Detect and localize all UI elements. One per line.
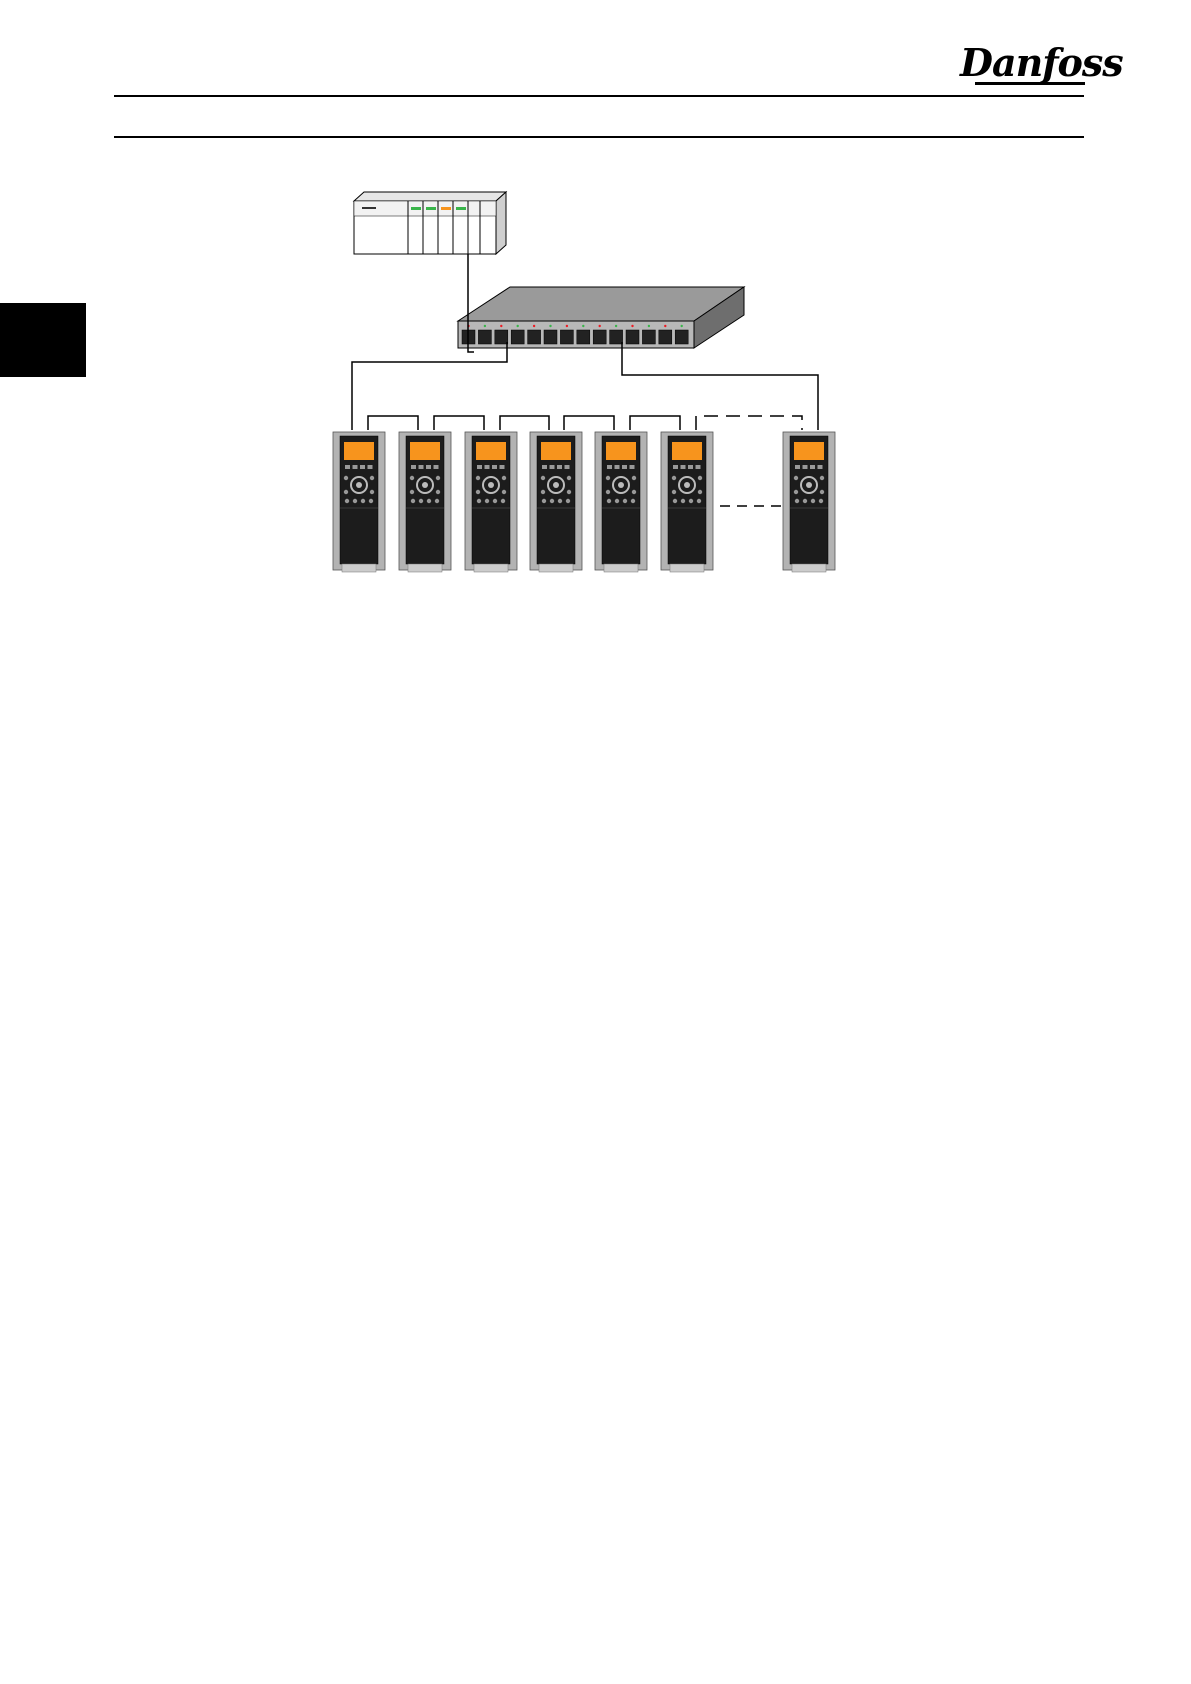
drive-display <box>344 442 374 460</box>
switch-port <box>659 330 672 344</box>
frequency-drive <box>595 432 647 572</box>
port-led <box>549 325 551 327</box>
port-led <box>533 325 535 327</box>
logo-underline <box>975 82 1085 85</box>
network-diagram <box>300 180 920 620</box>
switch-port <box>495 330 508 344</box>
frequency-drives <box>333 432 835 572</box>
frequency-drive <box>661 432 713 572</box>
port-led <box>648 325 650 327</box>
switch-port <box>675 330 688 344</box>
chapter-tab-marker <box>0 303 86 377</box>
switch-port <box>478 330 491 344</box>
drive-display <box>794 442 824 460</box>
frequency-drive <box>530 432 582 572</box>
drive-display <box>541 442 571 460</box>
port-led <box>500 325 502 327</box>
frequency-drive <box>783 432 835 572</box>
frequency-drive <box>399 432 451 572</box>
switch-port <box>577 330 590 344</box>
switch-port <box>642 330 655 344</box>
switch-port <box>593 330 606 344</box>
frequency-drive <box>465 432 517 572</box>
header-rule-lower <box>114 136 1084 138</box>
port-led <box>599 325 601 327</box>
switch-port <box>544 330 557 344</box>
port-led <box>615 325 617 327</box>
network-topology-figure <box>300 180 920 620</box>
switch-port <box>560 330 573 344</box>
header-rule-upper <box>114 95 1084 97</box>
port-led <box>566 325 568 327</box>
drive-display <box>410 442 440 460</box>
switch-port <box>528 330 541 344</box>
drive-display <box>606 442 636 460</box>
port-led <box>484 325 486 327</box>
danfoss-logo: Danfoss <box>960 40 1090 95</box>
drive-display <box>672 442 702 460</box>
port-led <box>664 325 666 327</box>
port-led <box>681 325 683 327</box>
port-led <box>517 325 519 327</box>
switch-port <box>610 330 623 344</box>
switch-port <box>626 330 639 344</box>
port-led <box>631 325 633 327</box>
switch-port <box>511 330 524 344</box>
port-led <box>582 325 584 327</box>
frequency-drive <box>333 432 385 572</box>
plc-controller <box>354 192 506 254</box>
drive-display <box>476 442 506 460</box>
